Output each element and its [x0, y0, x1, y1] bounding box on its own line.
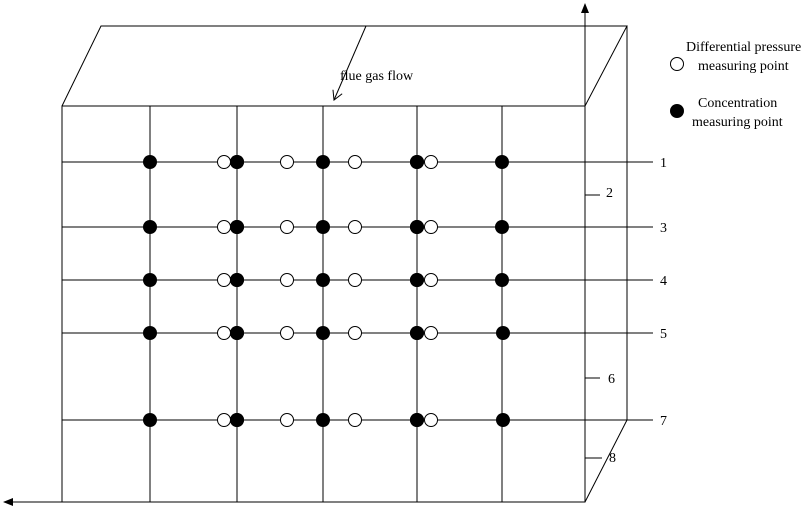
legend: Differential pressure measuring point Co…: [670, 40, 801, 130]
flow-label: flue gas flow: [340, 69, 414, 84]
duct-top-face: [61, 25, 628, 107]
row-label: 4: [660, 274, 667, 289]
concentration-point: [496, 413, 510, 427]
differential-pressure-point: [348, 220, 362, 234]
differential-pressure-point: [217, 273, 231, 287]
differential-pressure-point: [424, 220, 438, 234]
differential-pressure-point: [348, 273, 362, 287]
concentration-point: [495, 155, 509, 169]
row-label: 7: [660, 414, 667, 429]
concentration-point: [410, 220, 424, 234]
concentration-point: [316, 326, 330, 340]
concentration-point: [316, 273, 330, 287]
concentration-point: [496, 326, 510, 340]
concentration-point: [410, 273, 424, 287]
concentration-point: [316, 155, 330, 169]
differential-pressure-point: [217, 413, 231, 427]
differential-pressure-point: [280, 155, 294, 169]
differential-pressure-point: [280, 273, 294, 287]
concentration-point: [230, 155, 244, 169]
legend-concentration-line1: Concentration: [698, 96, 777, 111]
legend-differential-pressure-line2: measuring point: [698, 59, 789, 74]
gap-label: 6: [608, 372, 615, 387]
concentration-point: [495, 220, 509, 234]
concentration-point: [230, 413, 244, 427]
row-label: 3: [660, 221, 667, 236]
legend-concentration-line2: measuring point: [692, 115, 783, 130]
concentration-point: [230, 326, 244, 340]
gap-label: 2: [606, 186, 613, 201]
differential-pressure-point: [424, 413, 438, 427]
differential-pressure-point: [424, 273, 438, 287]
concentration-point: [495, 273, 509, 287]
flow-direction-arrow: [332, 25, 367, 101]
row-labels: 1 3 4 5 7 2 6 8: [585, 156, 667, 466]
measuring-points: [143, 155, 510, 427]
concentration-point: [316, 413, 330, 427]
differential-pressure-point: [280, 220, 294, 234]
differential-pressure-point: [280, 326, 294, 340]
differential-pressure-point: [280, 413, 294, 427]
differential-pressure-point: [348, 155, 362, 169]
concentration-point: [230, 273, 244, 287]
duct-right-bottom-edge: [584, 419, 628, 503]
differential-pressure-point: [217, 155, 231, 169]
differential-pressure-point: [348, 413, 362, 427]
concentration-point: [410, 155, 424, 169]
concentration-point: [143, 326, 157, 340]
concentration-point: [143, 273, 157, 287]
row-label: 1: [660, 156, 667, 171]
differential-pressure-point: [217, 326, 231, 340]
differential-pressure-point: [348, 326, 362, 340]
concentration-point: [143, 220, 157, 234]
concentration-point: [230, 220, 244, 234]
differential-pressure-point: [424, 155, 438, 169]
concentration-point: [316, 220, 330, 234]
row-label: 5: [660, 327, 667, 342]
differential-pressure-point: [217, 220, 231, 234]
differential-pressure-point: [424, 326, 438, 340]
legend-differential-pressure-line1: Differential pressure: [686, 40, 801, 55]
gap-label: 8: [609, 451, 616, 466]
legend-differential-pressure-marker: [670, 57, 684, 71]
legend-concentration-marker: [670, 104, 684, 118]
duct-box: [61, 25, 628, 503]
concentration-point: [143, 155, 157, 169]
concentration-point: [410, 326, 424, 340]
concentration-point: [143, 413, 157, 427]
concentration-point: [410, 413, 424, 427]
